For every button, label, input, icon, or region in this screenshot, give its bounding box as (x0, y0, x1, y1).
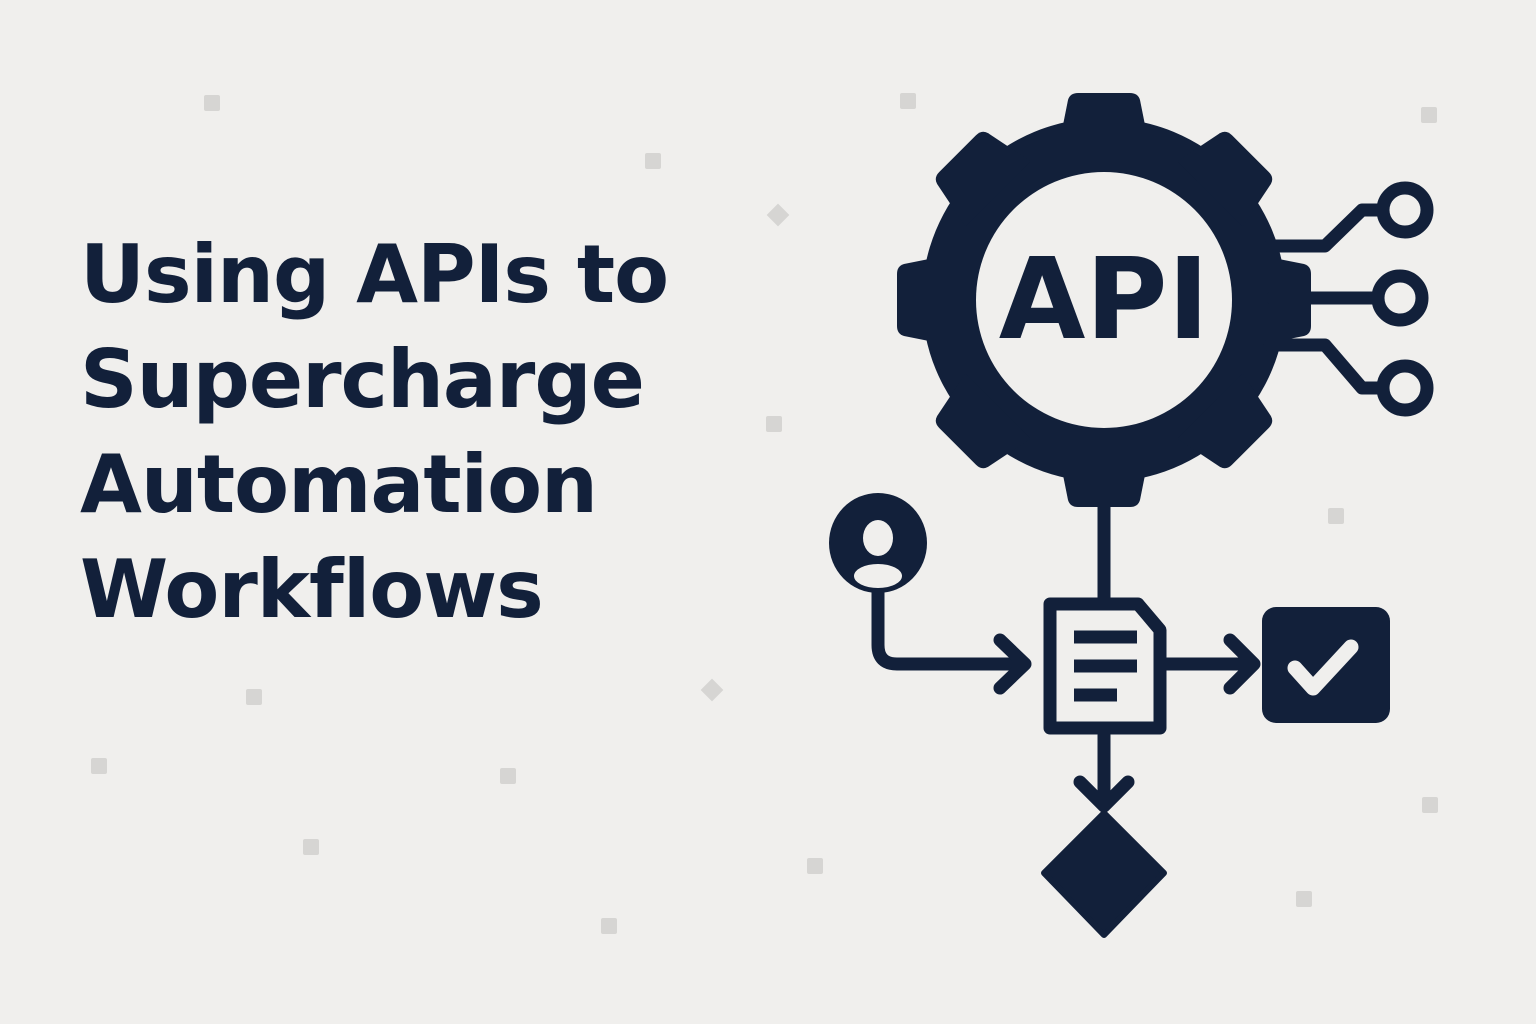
decor-square (1328, 508, 1344, 524)
page-title: Using APIs to Supercharge Automation Wor… (80, 222, 669, 642)
decor-square (91, 758, 107, 774)
decor-diamond (766, 203, 790, 227)
api-label: API (999, 235, 1209, 365)
title-line-4: Workflows (80, 543, 544, 636)
decor-square (645, 153, 661, 169)
user-to-document-arrow (871, 578, 1032, 695)
decor-square (500, 768, 516, 784)
decor-square (246, 689, 262, 705)
decor-square (204, 95, 220, 111)
gear-tooth (935, 373, 1031, 469)
decision-diamond-icon (1041, 810, 1167, 938)
gear-tooth (935, 131, 1031, 227)
gear-tooth (1177, 131, 1273, 227)
decor-square (807, 858, 823, 874)
gear-hole (976, 172, 1232, 428)
decor-square (1296, 891, 1312, 907)
gear-tooth (897, 254, 954, 346)
user-icon (829, 493, 927, 593)
gear-tooth (1058, 450, 1150, 507)
gear-tooth (1177, 373, 1273, 469)
decor-square (766, 416, 782, 432)
decor-square (900, 93, 916, 109)
circuit-nodes-icon (1263, 181, 1434, 417)
gear-tooth (1058, 93, 1150, 150)
decor-square (303, 839, 319, 855)
checkbox-check-icon (1262, 607, 1390, 723)
decor-square (1422, 797, 1438, 813)
decor-diamond (700, 678, 724, 702)
title-line-3: Automation (80, 438, 598, 531)
decorative-squares (91, 93, 1438, 934)
decor-square (601, 918, 617, 934)
title-line-2: Supercharge (80, 333, 645, 426)
document-to-check-arrow (1159, 633, 1261, 695)
decor-square (1421, 107, 1437, 123)
document-icon (1043, 597, 1167, 735)
document-to-decision-arrow (1073, 728, 1135, 813)
title-line-1: Using APIs to (80, 228, 669, 321)
